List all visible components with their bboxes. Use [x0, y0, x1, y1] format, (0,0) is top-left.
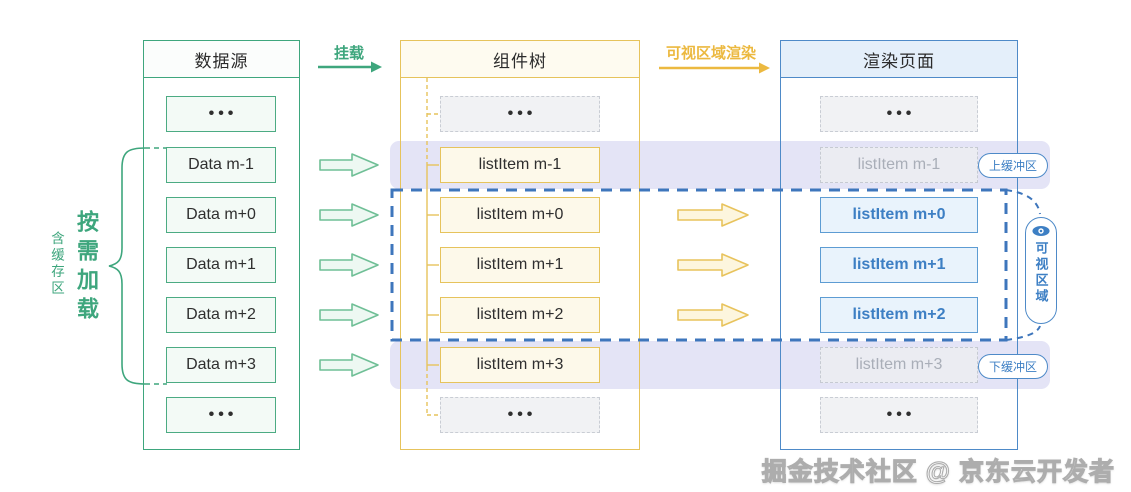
yellow-flow-arrows [677, 203, 749, 327]
page-ellipsis-bottom: ••• [820, 397, 978, 433]
green-flow-arrows [319, 153, 379, 377]
on-demand-load-label: 按需加载 [74, 210, 99, 326]
data-source-column: 数据源 [143, 40, 300, 450]
data-source-column-title: 数据源 [144, 41, 299, 78]
tree-item-m1: listItem m+1 [440, 247, 600, 283]
watermark: 掘金技术社区 @ 京东云开发者 [761, 457, 1115, 486]
render-page-column-title: 渲染页面 [781, 41, 1017, 78]
mount-label: 挂载 [333, 45, 364, 62]
data-item-m1: Data m+1 [166, 247, 276, 283]
visible-area-capsule: 可视区域 [1025, 217, 1057, 324]
page-item-m2: listItem m+2 [820, 297, 978, 333]
tree-item-m-1: listItem m-1 [440, 147, 600, 183]
data-source-ellipsis-bottom: ••• [166, 397, 276, 433]
page-ellipsis-top: ••• [820, 96, 978, 132]
component-tree-column: 组件树 [400, 40, 640, 450]
visible-area-label: 可视区域 [1033, 241, 1049, 305]
lower-buffer-badge: 下缓冲区 [978, 354, 1048, 379]
page-item-m3-buffered: listItem m+3 [820, 347, 978, 383]
viewport-render-arrow [659, 62, 770, 74]
upper-buffer-badge: 上缓冲区 [978, 153, 1048, 178]
visible-area-rect [390, 188, 1041, 342]
page-item-m0: listItem m+0 [820, 197, 978, 233]
cache-brace [108, 147, 167, 385]
eye-icon [1032, 226, 1050, 236]
data-source-ellipsis-top: ••• [166, 96, 276, 132]
data-item-m-1: Data m-1 [166, 147, 276, 183]
data-item-m3: Data m+3 [166, 347, 276, 383]
component-tree-column-title: 组件树 [401, 41, 639, 78]
page-item-m-1-buffered: listItem m-1 [820, 147, 978, 183]
page-item-m1: listItem m+1 [820, 247, 978, 283]
tree-connectors [426, 78, 439, 416]
data-item-m0: Data m+0 [166, 197, 276, 233]
viewport-render-label: 可视区域渲染 [665, 45, 756, 62]
cache-area-label: 含缓存区 [49, 231, 64, 297]
tree-ellipsis-top: ••• [440, 96, 600, 132]
tree-item-m3: listItem m+3 [440, 347, 600, 383]
tree-item-m0: listItem m+0 [440, 197, 600, 233]
tree-item-m2: listItem m+2 [440, 297, 600, 333]
mount-arrow [318, 61, 382, 73]
tree-ellipsis-bottom: ••• [440, 397, 600, 433]
data-item-m2: Data m+2 [166, 297, 276, 333]
render-page-column: 渲染页面 [780, 40, 1018, 450]
